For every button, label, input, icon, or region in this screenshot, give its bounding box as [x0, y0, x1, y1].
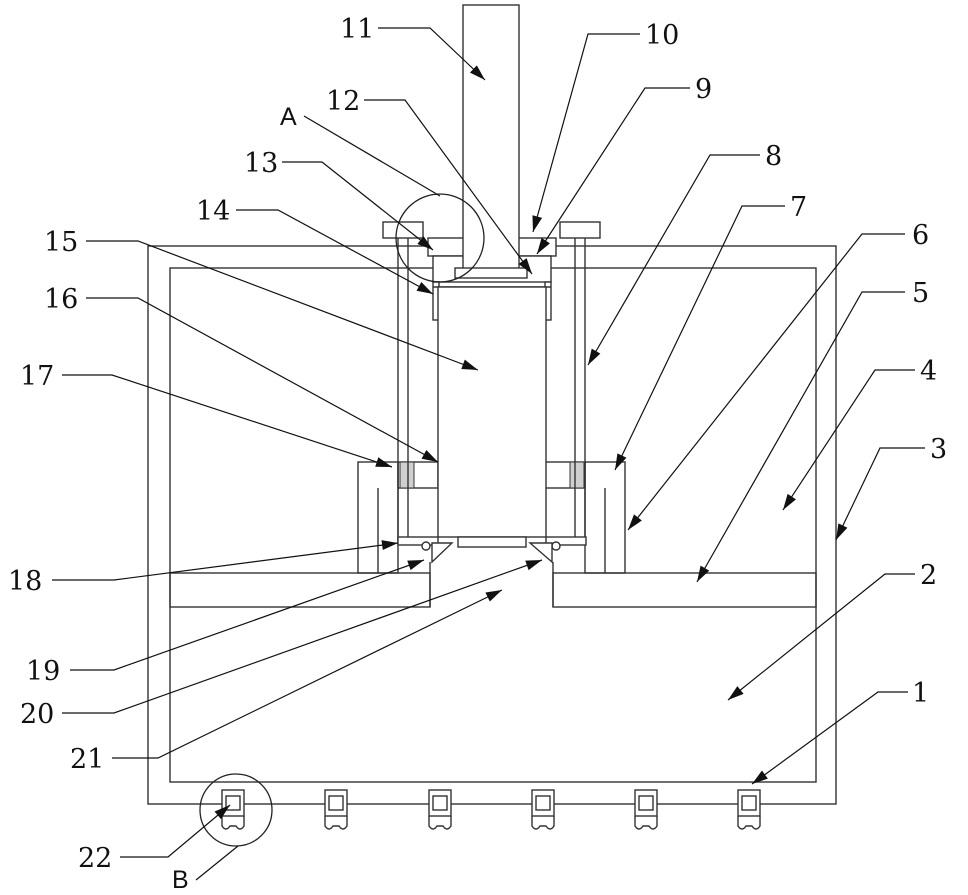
main-cylinder: [438, 287, 546, 537]
arrowhead-18: [381, 540, 398, 550]
callout-label-5: 5: [912, 278, 929, 309]
foot-3: [429, 790, 451, 829]
leader-line-8: [588, 155, 760, 365]
left-collar-hatch: [400, 462, 414, 488]
right-ball: [552, 542, 560, 550]
right-wedge: [530, 543, 552, 562]
callout-label-11: 11: [340, 14, 374, 45]
callout-label-6: 6: [912, 220, 929, 251]
leader-line-2: [728, 574, 915, 700]
leader-line-3: [836, 448, 925, 540]
arrowhead-20: [525, 560, 542, 570]
callout-label-14: 14: [196, 196, 230, 227]
callout-label-22: 22: [78, 843, 112, 874]
callout-label-16: 16: [44, 284, 78, 315]
arrowhead-16: [422, 450, 438, 462]
right-shelf: [553, 573, 816, 607]
left-ball: [422, 542, 430, 550]
detail-label-b: B: [172, 866, 189, 894]
right-collar-hatch: [570, 462, 584, 488]
callout-label-4: 4: [920, 356, 937, 387]
callout-label-2: 2: [920, 560, 937, 591]
cylinder-bottom-cap: [458, 537, 526, 547]
right-top-cap: [560, 222, 600, 238]
machine-parts: [148, 5, 836, 846]
left-shelf: [170, 573, 430, 607]
detail-label-a: A: [280, 103, 297, 131]
arrowhead-2: [728, 686, 744, 700]
callout-label-20: 20: [20, 699, 54, 730]
leader-line-b: [196, 846, 238, 880]
callout-label-18: 18: [8, 566, 42, 597]
callout-label-8: 8: [765, 141, 782, 172]
vertical-column: [463, 5, 519, 275]
leader-line-10: [533, 34, 640, 232]
foot-4: [532, 790, 554, 829]
callout-label-3: 3: [930, 434, 947, 465]
arrowhead-21: [485, 590, 502, 602]
callout-label-12: 12: [326, 86, 360, 117]
leader-line-17: [62, 375, 392, 467]
leader-line-15: [86, 241, 478, 370]
arrowhead-6: [628, 514, 642, 530]
arrowhead-5: [697, 566, 709, 582]
arrowhead-3: [836, 523, 847, 540]
callout-label-13: 13: [244, 148, 278, 179]
arrowhead-10: [532, 215, 542, 232]
leader-line-22: [120, 805, 230, 857]
foot-5: [635, 790, 657, 829]
left-top-cap: [383, 222, 423, 238]
leader-line-5: [697, 292, 905, 582]
foot-6: [738, 790, 760, 829]
leader-line-18: [52, 543, 398, 580]
callout-label-15: 15: [44, 227, 78, 258]
leader-line-a: [304, 116, 440, 196]
callout-label-7: 7: [790, 192, 807, 223]
callout-label-10: 10: [645, 20, 679, 51]
leader-line-20: [62, 560, 542, 713]
callout-label-17: 17: [20, 361, 54, 392]
leader-line-6: [628, 234, 905, 530]
callout-label-21: 21: [70, 744, 104, 775]
foot-2: [325, 790, 347, 829]
leader-line-1: [752, 692, 908, 784]
arrowhead-14: [417, 282, 433, 294]
callout-label-1: 1: [912, 678, 929, 709]
left-wedge: [432, 543, 452, 562]
arrowhead-4: [783, 494, 796, 510]
arrowhead-8: [588, 349, 600, 365]
callout-label-19: 19: [26, 656, 60, 687]
leader-line-16: [86, 298, 438, 462]
arrowhead-19: [407, 560, 424, 570]
callout-label-9: 9: [695, 74, 712, 105]
leader-line-4: [783, 370, 915, 510]
